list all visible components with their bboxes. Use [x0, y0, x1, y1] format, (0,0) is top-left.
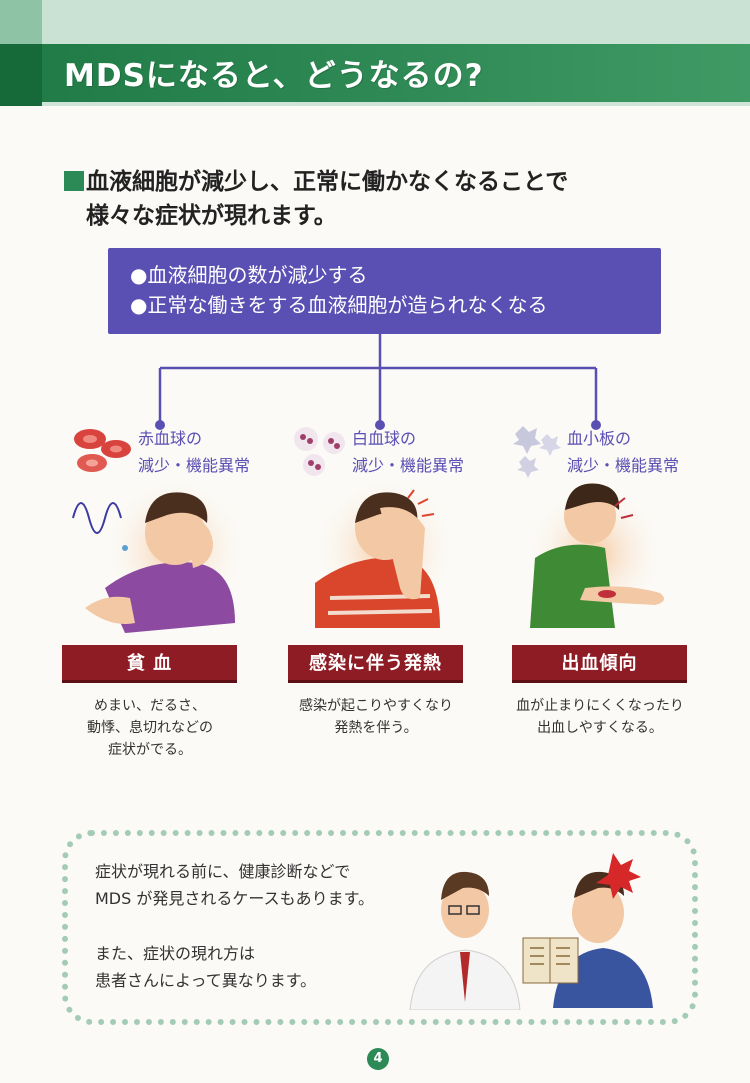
desc-anemia-line-2: 動悸、息切れなどの [87, 720, 213, 736]
cell-label-red-line-1: 赤血球の [138, 429, 203, 448]
section-heading: 血液細胞が減少し、正常に働かなくなることで 様々な症状が現れます。 [64, 165, 704, 233]
summary-line-2: ●正常な働きをする血液細胞が造られなくなる [130, 293, 548, 317]
cell-label-platelet: 血小板の 減少・機能異常 [567, 425, 679, 479]
heading-line-2: 様々な症状が現れます。 [86, 203, 337, 229]
desc-fever-line-1: 感染が起こりやすくなり [299, 698, 453, 714]
page-number: 4 [367, 1048, 389, 1070]
cell-label-platelet-line-1: 血小板の [567, 429, 632, 448]
cell-label-platelet-line-2: 減少・機能異常 [567, 456, 680, 475]
cell-label-red: 赤血球の 減少・機能異常 [138, 425, 250, 479]
symptom-desc-anemia: めまい、だるさ、 動悸、息切れなどの 症状がでる。 [40, 695, 260, 761]
symptom-banner-bleeding: 出血傾向 [512, 645, 687, 683]
top-stripe-accent [0, 0, 42, 44]
white-blood-cell-icon [294, 427, 345, 476]
doctor-illustration [409, 871, 521, 1010]
cell-label-red-line-2: 減少・機能異常 [138, 456, 251, 475]
page-title: MDSになると、どうなるの? [64, 58, 484, 94]
title-underline [42, 102, 750, 106]
top-stripe [0, 0, 750, 44]
cell-label-white-line-2: 減少・機能異常 [352, 456, 465, 475]
note-line-3: また、症状の現れ方は [95, 944, 256, 963]
platelet-icon [513, 426, 561, 478]
connector-dot-right [591, 420, 601, 430]
note-box [62, 830, 698, 1025]
symptom-desc-bleeding: 血が止まりにくくなったり 出血しやすくなる。 [490, 695, 710, 739]
anemia-person-illustration [72, 478, 247, 633]
note-line-1: 症状が現れる前に、健康診断などで [95, 862, 351, 881]
connector-dot-center [375, 420, 385, 430]
patient-illustration [522, 853, 653, 1008]
bleeding-person-illustration [525, 483, 665, 628]
cell-label-white: 白血球の 減少・機能異常 [352, 425, 464, 479]
symptom-banner-fever: 感染に伴う発熱 [288, 645, 463, 683]
title-bar-accent [0, 44, 42, 106]
symptom-desc-fever: 感染が起こりやすくなり 発熱を伴う。 [266, 695, 486, 739]
heading-line-1: 血液細胞が減少し、正常に働かなくなることで [86, 169, 569, 195]
symptom-banner-anemia: 貧 血 [62, 645, 237, 683]
desc-fever-line-2: 発熱を伴う。 [334, 720, 418, 736]
note-line-2: MDS が発見されるケースもあります。 [95, 889, 374, 908]
title-bar [0, 44, 750, 106]
connector-dot-left [155, 420, 165, 430]
summary-box: ●血液細胞の数が減少する ●正常な働きをする血液細胞が造られなくなる [108, 248, 661, 334]
red-blood-cell-icon [74, 429, 131, 472]
fever-person-illustration [313, 478, 457, 628]
desc-bleeding-line-1: 血が止まりにくくなったり [516, 698, 684, 714]
note-line-4: 患者さんによって異なります。 [95, 971, 317, 990]
desc-anemia-line-3: 症状がでる。 [108, 742, 192, 758]
summary-line-1: ●血液細胞の数が減少する [130, 263, 368, 287]
desc-bleeding-line-2: 出血しやすくなる。 [537, 720, 663, 736]
heading-bullet-icon [64, 171, 84, 191]
desc-anemia-line-1: めまい、だるさ、 [94, 698, 206, 714]
cell-label-white-line-1: 白血球の [352, 429, 417, 448]
connector-lines [158, 334, 598, 425]
